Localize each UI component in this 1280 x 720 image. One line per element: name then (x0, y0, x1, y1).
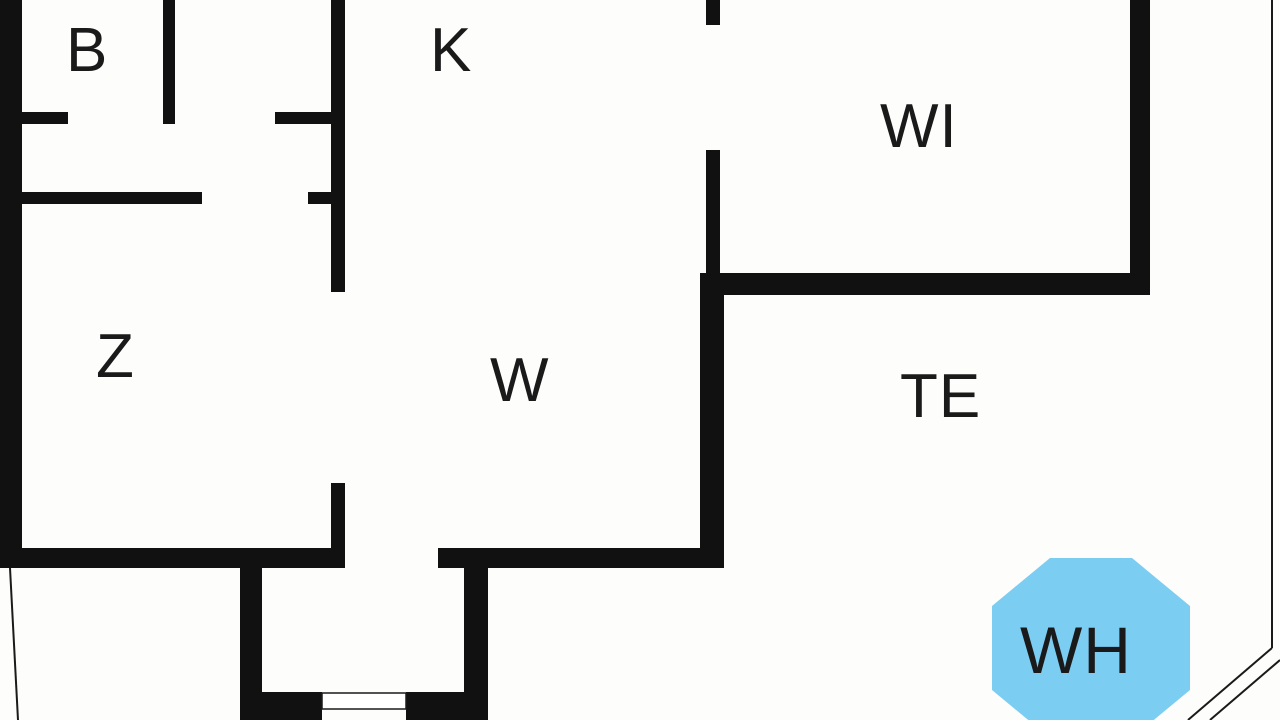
room-label-k: K (430, 16, 473, 85)
wall-z-top (22, 192, 202, 204)
terrace-left-line (9, 567, 19, 720)
room-label-w: W (490, 346, 550, 415)
wall-wi-bottom (700, 273, 1150, 295)
wall-kitchen-wi (706, 150, 720, 280)
terrace-diagonal-line (1187, 647, 1273, 720)
room-label-wi: WI (880, 92, 958, 161)
wall-bath-divider (163, 0, 175, 124)
terrace-diagonal-line-outer (1209, 659, 1280, 720)
wall-bath-stub-right (275, 112, 338, 124)
entrance-door (321, 692, 407, 710)
wall-wi-right (1130, 0, 1150, 295)
wall-kitchen-wi-top (706, 0, 720, 25)
terrace-outline (9, 0, 1280, 720)
room-label-z: Z (96, 322, 135, 391)
wall-vestibule-bottom-left (240, 692, 322, 720)
wall-vestibule-left (240, 548, 262, 720)
wall-z-top-stub (308, 192, 338, 204)
wall-vestibule-bottom-right (406, 692, 488, 720)
wall-bath-stub-left (22, 112, 68, 124)
wall-bottom-left (0, 548, 345, 568)
wh-badge-label: WH (1020, 613, 1132, 687)
wh-badge-shape (992, 558, 1190, 720)
wall-left-outer (0, 0, 22, 568)
wall-kitchen-left (331, 0, 345, 292)
room-label-te: TE (900, 362, 982, 431)
room-label-b: B (66, 16, 109, 85)
wall-entry-stub (331, 483, 345, 568)
walls (0, 0, 1150, 720)
wall-w-right (700, 273, 724, 568)
wall-vestibule-right (464, 548, 488, 720)
wall-bottom-right (438, 548, 724, 568)
